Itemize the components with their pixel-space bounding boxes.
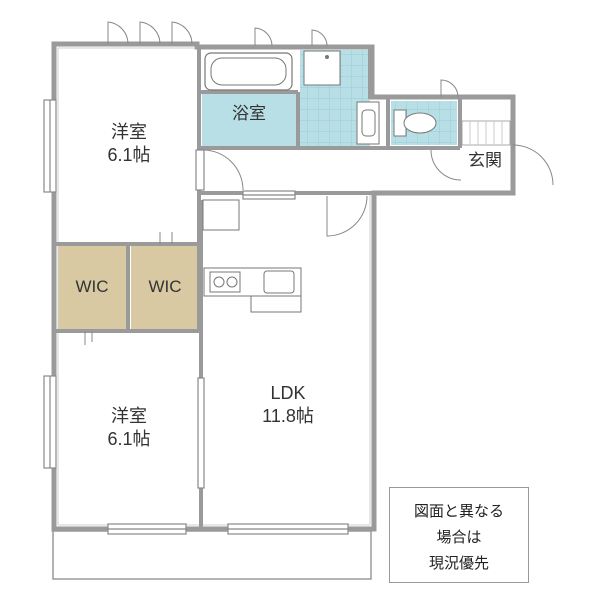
- balcony: [52, 530, 372, 580]
- room-label-bath: 浴室: [222, 103, 276, 124]
- wash-basin: [356, 101, 380, 145]
- room-size: 6.1帖: [107, 144, 151, 165]
- room-name: 洋室: [111, 122, 147, 142]
- wic-left-floor: [58, 245, 126, 329]
- room-label-wic-right: WIC: [135, 276, 195, 297]
- room-label-ldk: LDK 11.8帖: [248, 382, 328, 427]
- bathtub: [204, 52, 293, 91]
- room-label-western-bottom: 洋室 6.1帖: [95, 405, 163, 450]
- windows: [43, 99, 349, 535]
- kitchen-counter: [202, 199, 302, 313]
- room-label-wic-left: WIC: [62, 276, 122, 297]
- interior-doors: [84, 144, 554, 345]
- room-label-western-top: 洋室 6.1帖: [95, 121, 163, 166]
- bath-floor: [202, 92, 298, 146]
- note-line-1: 図面と異なる: [413, 502, 504, 520]
- note-line-2: 場合は: [436, 528, 482, 546]
- room-name: 浴室: [232, 104, 266, 123]
- room-size: 6.1帖: [107, 428, 151, 449]
- washer-pan: [303, 50, 341, 86]
- note-line-3: 現況優先: [428, 554, 489, 572]
- toilet: [393, 109, 437, 137]
- disclaimer-note: 図面と異なる 場合は 現況優先: [389, 487, 529, 583]
- wic-right-floor: [131, 245, 199, 329]
- room-name: WIC: [148, 277, 182, 296]
- room-name: 玄関: [468, 151, 502, 170]
- top-doors: [107, 21, 459, 98]
- room-name: LDK: [270, 383, 306, 403]
- room-name: WIC: [75, 277, 109, 296]
- room-size: 11.8帖: [262, 405, 314, 426]
- room-name: 洋室: [111, 406, 147, 426]
- room-label-entrance: 玄関: [462, 150, 508, 171]
